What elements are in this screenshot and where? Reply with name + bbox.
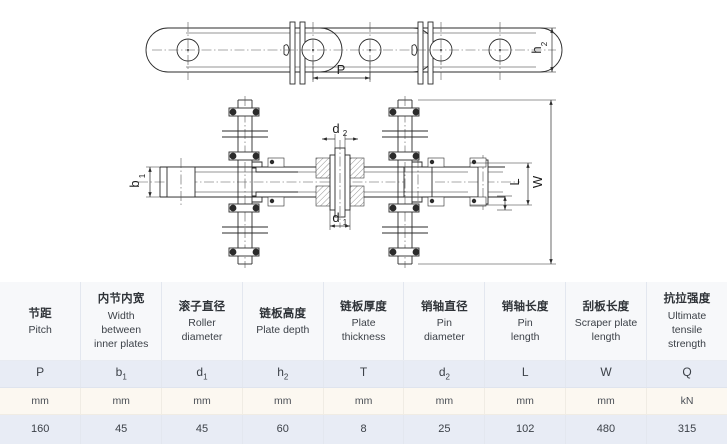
header-en-roller-diameter-1: diameter <box>164 330 240 344</box>
roller-assembly-center <box>298 140 392 228</box>
value-cell-plate-depth: 60 <box>242 415 323 444</box>
specification-table-container: 节距 Pitch 内节内宽 Width between inner plates… <box>0 282 727 441</box>
dimension-label-scraper-width: W <box>530 175 545 188</box>
header-en-plate-thickness-0: Plate <box>326 316 402 330</box>
header-cn-inner-width: 内节内宽 <box>83 292 159 308</box>
value-cell-scraper-length: 480 <box>566 415 647 444</box>
header-cn-scraper-length: 刮板长度 <box>568 300 644 316</box>
dimension-label-plate-depth-sub: 2 <box>540 41 549 46</box>
symbol-cell-roller-diameter: d1 <box>162 361 243 388</box>
symbol-cell-inner-width: b1 <box>81 361 162 388</box>
plan-view: b 1 <box>127 96 556 268</box>
header-en-inner-width-1: between <box>83 323 159 337</box>
header-cn-pitch: 节距 <box>2 307 78 323</box>
unit-cell-plate-thickness: mm <box>323 388 404 415</box>
dimension-label-roller-diameter: d <box>332 210 339 225</box>
symbol-sub-inner-width: 1 <box>122 373 126 382</box>
unit-cell-plate-depth: mm <box>242 388 323 415</box>
value-cell-tensile-strength: 315 <box>646 415 727 444</box>
header-en-tensile-strength-0: Ultimate <box>649 309 725 323</box>
header-en-plate-thickness-1: thickness <box>326 330 402 344</box>
symbol-sub-pin-diameter: 2 <box>446 373 450 382</box>
unit-cell-pitch: mm <box>0 388 81 415</box>
header-cn-plate-depth: 链板高度 <box>245 307 321 323</box>
symbol-pin-diameter: d <box>439 365 446 379</box>
symbol-tensile-strength: Q <box>682 365 691 379</box>
symbol-sub-plate-depth: 2 <box>284 373 288 382</box>
header-en-pin-diameter-1: diameter <box>406 330 482 344</box>
header-en-pin-length-0: Pin <box>487 316 563 330</box>
header-en-plate-depth-0: Plate depth <box>245 323 321 337</box>
dimension-label-inner-width: b <box>127 180 142 187</box>
header-cn-plate-thickness: 链板厚度 <box>326 300 402 316</box>
header-cn-pin-length: 销轴长度 <box>487 300 563 316</box>
symbol-cell-pin-length: L <box>485 361 566 388</box>
symbol-cell-scraper-length: W <box>566 361 647 388</box>
side-elevation-view: P h 2 <box>146 22 562 84</box>
header-en-pin-length-1: length <box>487 330 563 344</box>
dimension-label-roller-diameter-sub: 1 <box>343 218 348 227</box>
header-en-tensile-strength-2: strength <box>649 337 725 351</box>
header-cell-plate-thickness: 链板厚度 Plate thickness <box>323 282 404 361</box>
header-cell-pitch: 节距 Pitch <box>0 282 81 361</box>
value-cell-pin-length: 102 <box>485 415 566 444</box>
symbol-cell-tensile-strength: Q <box>646 361 727 388</box>
symbol-scraper-length: W <box>600 365 611 379</box>
header-cell-pin-length: 销轴长度 Pin length <box>485 282 566 361</box>
header-cn-tensile-strength: 抗拉强度 <box>649 292 725 308</box>
symbol-cell-pitch: P <box>0 361 81 388</box>
dimension-label-pin-diameter-sub: 2 <box>343 129 348 138</box>
header-cell-roller-diameter: 滚子直径 Roller diameter <box>162 282 243 361</box>
header-cn-pin-diameter: 销轴直径 <box>406 300 482 316</box>
unit-cell-scraper-length: mm <box>566 388 647 415</box>
value-cell-roller-diameter: 45 <box>162 415 243 444</box>
header-en-pitch-0: Pitch <box>2 323 78 337</box>
table-value-row: 160 45 45 60 8 25 102 480 315 <box>0 415 727 444</box>
unit-cell-inner-width: mm <box>81 388 162 415</box>
unit-cell-pin-diameter: mm <box>404 388 485 415</box>
table-unit-row: mm mm mm mm mm mm mm mm kN <box>0 388 727 415</box>
value-cell-pitch: 160 <box>0 415 81 444</box>
header-en-scraper-length-1: length <box>568 330 644 344</box>
header-cn-roller-diameter: 滚子直径 <box>164 300 240 316</box>
header-en-tensile-strength-1: tensile <box>649 323 725 337</box>
symbol-plate-thickness: T <box>360 365 367 379</box>
header-cell-plate-depth: 链板高度 Plate depth <box>242 282 323 361</box>
unit-cell-roller-diameter: mm <box>162 388 243 415</box>
symbol-cell-plate-depth: h2 <box>242 361 323 388</box>
scraper-chain-drawing: .ln { stroke:#2b2b2b; stroke-width:0.9; … <box>0 0 727 282</box>
dimension-label-pitch: P <box>337 62 346 77</box>
header-en-scraper-length-0: Scraper plate <box>568 316 644 330</box>
unit-cell-pin-length: mm <box>485 388 566 415</box>
header-cell-pin-diameter: 销轴直径 Pin diameter <box>404 282 485 361</box>
value-cell-inner-width: 45 <box>81 415 162 444</box>
dimension-label-inner-width-sub: 1 <box>138 173 147 178</box>
table-header-row: 节距 Pitch 内节内宽 Width between inner plates… <box>0 282 727 361</box>
header-cell-tensile-strength: 抗拉强度 Ultimate tensile strength <box>646 282 727 361</box>
dimension-label-pin-diameter: d <box>332 121 339 136</box>
symbol-pitch: P <box>36 365 44 379</box>
specification-table: 节距 Pitch 内节内宽 Width between inner plates… <box>0 282 727 444</box>
header-en-pin-diameter-0: Pin <box>406 316 482 330</box>
header-en-roller-diameter-0: Roller <box>164 316 240 330</box>
dimension-label-pin-length: L <box>507 178 522 185</box>
symbol-pin-length: L <box>522 365 529 379</box>
value-cell-pin-diameter: 25 <box>404 415 485 444</box>
header-cell-inner-width: 内节内宽 Width between inner plates <box>81 282 162 361</box>
dimension-plate-depth: h 2 <box>529 28 556 72</box>
header-en-inner-width-2: inner plates <box>83 337 159 351</box>
value-cell-plate-thickness: 8 <box>323 415 404 444</box>
symbol-cell-pin-diameter: d2 <box>404 361 485 388</box>
symbol-cell-plate-thickness: T <box>323 361 404 388</box>
table-symbol-row: P b1 d1 h2 T d2 L W Q <box>0 361 727 388</box>
symbol-plate-depth: h <box>277 365 284 379</box>
header-en-inner-width-0: Width <box>83 309 159 323</box>
symbol-sub-roller-diameter: 1 <box>203 373 207 382</box>
dimension-label-plate-depth: h <box>529 46 544 53</box>
unit-cell-tensile-strength: kN <box>646 388 727 415</box>
technical-drawing-area: .ln { stroke:#2b2b2b; stroke-width:0.9; … <box>0 0 727 282</box>
header-cell-scraper-length: 刮板长度 Scraper plate length <box>566 282 647 361</box>
